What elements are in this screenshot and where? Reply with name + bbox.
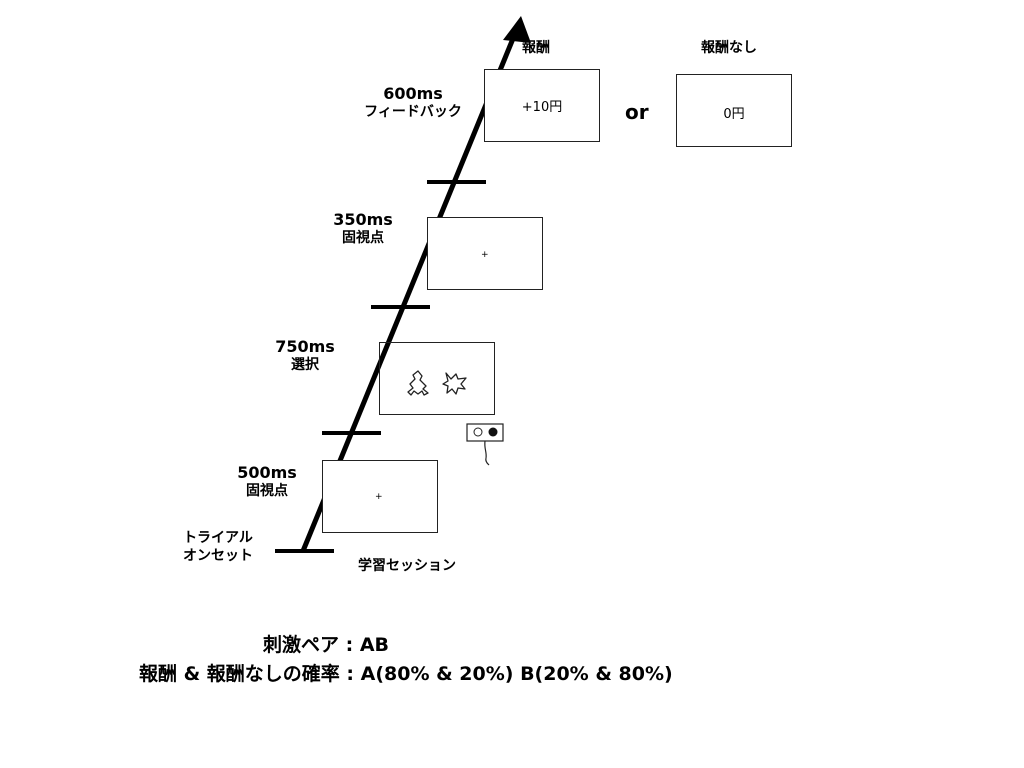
trial-onset-label: トライアル オンセット	[173, 530, 263, 565]
time-arrow-head	[503, 16, 531, 43]
response-box	[466, 423, 504, 442]
fixation-cross: +	[481, 250, 489, 260]
no-reward-label: 報酬なし	[701, 40, 757, 56]
fixation2-name: 固視点	[342, 230, 384, 246]
fixation1-name: 固視点	[246, 483, 288, 499]
feedback-name: フィードバック	[364, 104, 462, 120]
choice-label: 750ms 選択	[270, 337, 340, 375]
response-cable	[484, 440, 490, 466]
trial-onset-line1: トライアル	[183, 530, 253, 546]
reward-amount: +10円	[521, 100, 563, 115]
feedback-label: 600ms フィードバック	[357, 84, 469, 122]
fixation-cross: +	[375, 492, 383, 502]
stimulus-b-shape	[442, 372, 467, 395]
reward-label: 報酬	[522, 40, 550, 56]
trial-onset-line2: オンセット	[183, 547, 253, 564]
probability-text: 報酬 & 報酬なしの確率 : A(80% & 20%) B(20% & 80%)	[139, 663, 673, 685]
fixation2-duration: 350ms	[333, 210, 393, 229]
response-button-right	[488, 427, 498, 437]
choice-duration: 750ms	[275, 337, 335, 356]
stimulus-pair-text: 刺激ペア : AB	[263, 634, 390, 656]
reward-screen: +10円	[484, 69, 600, 142]
or-label: or	[625, 100, 649, 124]
fixation2-label: 350ms 固視点	[328, 210, 398, 248]
choice-screen	[379, 342, 495, 415]
no-reward-amount: 0円	[723, 107, 745, 122]
session-label: 学習セッション	[358, 558, 456, 574]
choice-name: 選択	[291, 357, 319, 373]
response-button-left	[473, 427, 483, 437]
no-reward-screen: 0円	[676, 74, 792, 147]
fixation-screen-2: +	[427, 217, 543, 290]
fixation1-label: 500ms 固視点	[232, 463, 302, 501]
feedback-duration: 600ms	[383, 84, 443, 103]
fixation-screen-1: +	[322, 460, 438, 533]
stimulus-a-shape	[407, 370, 429, 396]
fixation1-duration: 500ms	[237, 463, 297, 482]
